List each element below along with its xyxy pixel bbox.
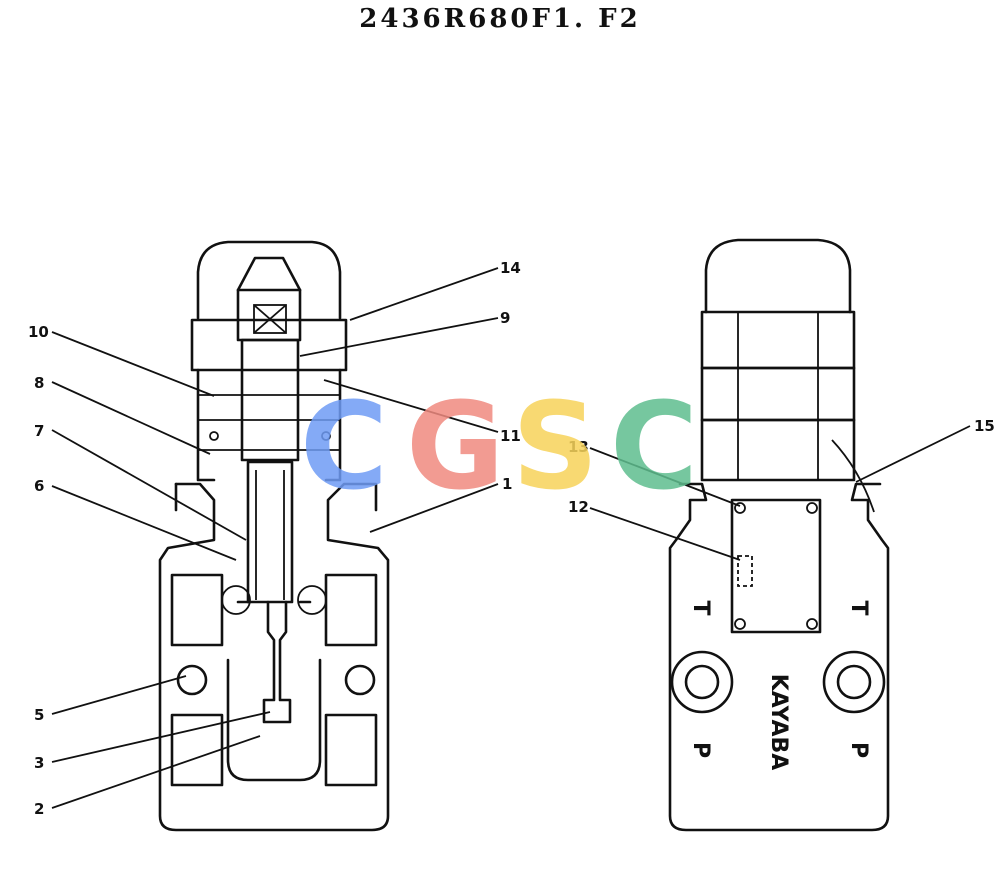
callout-12: 14 xyxy=(500,259,521,277)
port-mark-right-bottom: P xyxy=(846,742,871,758)
section-view xyxy=(158,240,390,832)
port-mark-left-bottom: P xyxy=(688,742,713,758)
nut-stack xyxy=(196,368,342,482)
port-mark-left-top: T xyxy=(688,600,713,615)
name-plate xyxy=(730,498,822,634)
callout-10: 10 xyxy=(28,323,49,341)
callout-leaders xyxy=(51,267,971,809)
port-mark-right-top: T xyxy=(846,600,871,615)
hex-nuts xyxy=(700,310,856,482)
watermark-letter-4: C xyxy=(610,378,698,517)
body-outline xyxy=(158,482,390,832)
watermark: C G S C xyxy=(300,378,698,517)
watermark-letter-2: G xyxy=(406,378,505,517)
lock-wire xyxy=(831,439,875,513)
callout-5: 5 xyxy=(34,706,44,724)
watermark-letter-1: C xyxy=(300,378,388,517)
cap-outline xyxy=(196,240,342,320)
callout-6: 6 xyxy=(34,477,44,495)
callout-13: 12 xyxy=(568,498,589,516)
callout-1: 1 xyxy=(502,475,512,493)
callout-11: 11 xyxy=(500,427,521,445)
left-port xyxy=(670,650,734,714)
callout-14: 13 xyxy=(568,438,589,456)
callout-3: 3 xyxy=(34,754,44,772)
dome-cap xyxy=(704,238,852,314)
exterior-body xyxy=(668,482,890,832)
callout-15: 15 xyxy=(974,417,995,435)
callout-7: 7 xyxy=(34,422,44,440)
callout-9: 9 xyxy=(500,309,510,327)
callout-2: 2 xyxy=(34,800,44,818)
drawing-title: 2436R680F1. F2 xyxy=(359,4,641,34)
callout-8: 8 xyxy=(34,374,44,392)
maker-mark: KAYABA xyxy=(766,674,791,771)
callout-labels: 14 9 10 8 7 6 11 1 5 3 2 13 12 15 xyxy=(28,259,995,818)
watermark-letter-3: S xyxy=(512,378,598,517)
exterior-view: T T P P KAYABA xyxy=(668,238,890,832)
right-port xyxy=(822,650,886,714)
